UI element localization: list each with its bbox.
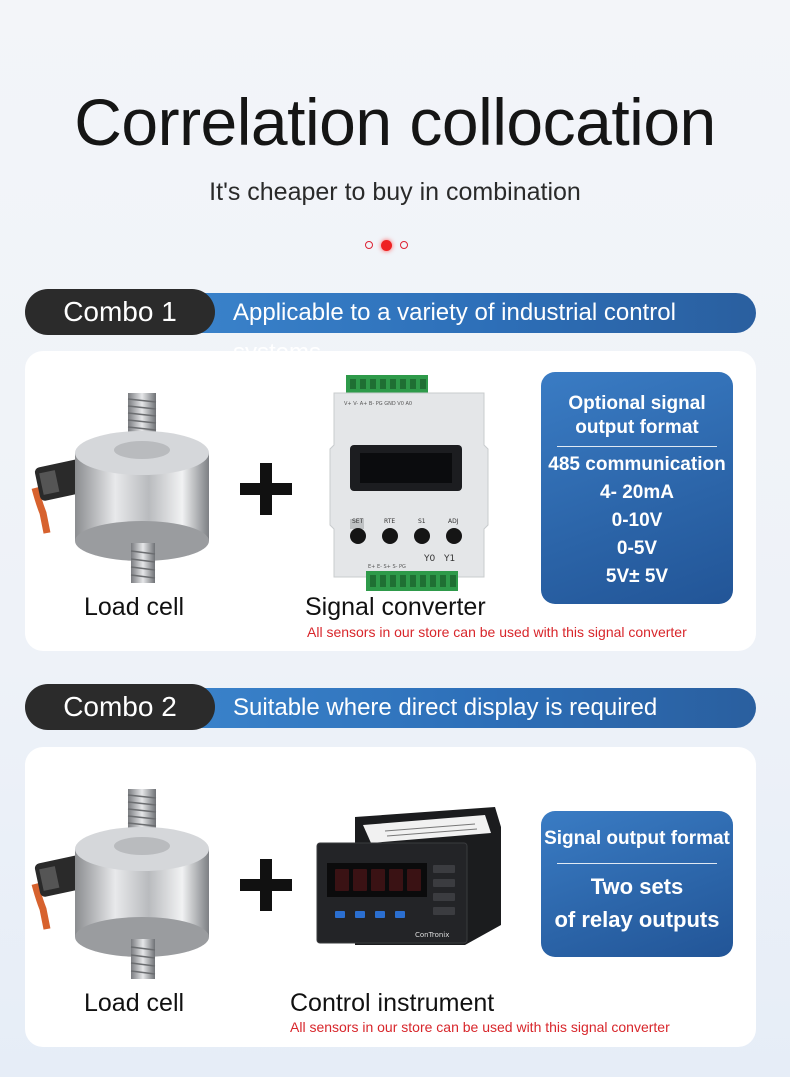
combo1-output-formats: Optional signal output format 485 commun… [541, 372, 733, 604]
converter-y1-label: Y1 [443, 554, 455, 564]
combo1-header: Applicable to a variety of industrial co… [25, 289, 756, 366]
instrument-brand: ConTronix [415, 931, 449, 939]
combo1-card: V+ V- A+ B- PG GND V0 A0 SET RTE S1 ADJ … [25, 351, 756, 651]
pagination-dot-active[interactable] [381, 239, 392, 251]
pagination-dots [365, 238, 408, 252]
page-subtitle: It's cheaper to buy in combination [209, 178, 581, 206]
combo2-item1-label: Load cell [84, 989, 185, 1017]
divider [557, 863, 717, 864]
combo1-item2-label: Signal converter [305, 593, 486, 621]
pagination-dot[interactable] [400, 241, 408, 249]
output-option: 485 communication [548, 454, 726, 475]
converter-y0-label: Y0 [423, 554, 435, 564]
load-cell-image [31, 789, 209, 979]
combo2-banner: Suitable where direct display is require… [165, 688, 756, 728]
combo2-note: All sensors in our store can be used wit… [290, 1019, 670, 1035]
converter-button-set: SET [352, 518, 364, 525]
converter-button-adj: ADJ [448, 518, 459, 525]
divider [557, 446, 717, 447]
load-cell-image [31, 393, 209, 583]
control-instrument-image: ConTronix [316, 807, 501, 945]
combo1-tag: Combo 1 [25, 289, 215, 335]
combo1-item1-label: Load cell [84, 593, 185, 621]
output-option: 0-5V [616, 538, 658, 559]
converter-buttons [350, 519, 364, 529]
plus-icon [240, 859, 292, 911]
combo2-info-line2: of relay outputs [554, 907, 720, 932]
combo1-note: All sensors in our store can be used wit… [307, 624, 687, 640]
combo2-header: Suitable where direct display is require… [25, 684, 756, 730]
pagination-dot[interactable] [365, 241, 373, 249]
output-option: 0-10V [611, 510, 663, 531]
combo2-card: ConTronix Load cell Control instrument A… [25, 747, 756, 1047]
combo1-banner: Applicable to a variety of industrial co… [165, 293, 756, 366]
combo2-item2-label: Control instrument [290, 989, 495, 1017]
plus-icon [240, 463, 292, 515]
combo2-tag: Combo 2 [25, 684, 215, 730]
output-option: 5V± 5V [605, 566, 669, 587]
converter-button-rte: RTE [384, 518, 395, 525]
signal-converter-image: V+ V- A+ B- PG GND V0 A0 SET RTE S1 ADJ … [329, 375, 489, 591]
converter-top-labels: V+ V- A+ B- PG GND V0 A0 [344, 401, 412, 407]
combo1-info-title-1: Optional signal [568, 393, 706, 414]
combo2-info-line1: Two sets [590, 874, 684, 899]
combo1-info-title-2: output format [575, 417, 699, 438]
instrument-digits [335, 869, 421, 891]
output-option: 4- 20mA [600, 482, 674, 503]
combo2-info-title: Signal output format [544, 828, 730, 849]
converter-bottom-labels: E+ E- S+ S- PG [368, 564, 406, 570]
page-title: Correlation collocation [74, 85, 716, 159]
converter-button-s1: S1 [418, 518, 426, 525]
combo2-output-format: Signal output format Two sets of relay o… [541, 811, 733, 957]
